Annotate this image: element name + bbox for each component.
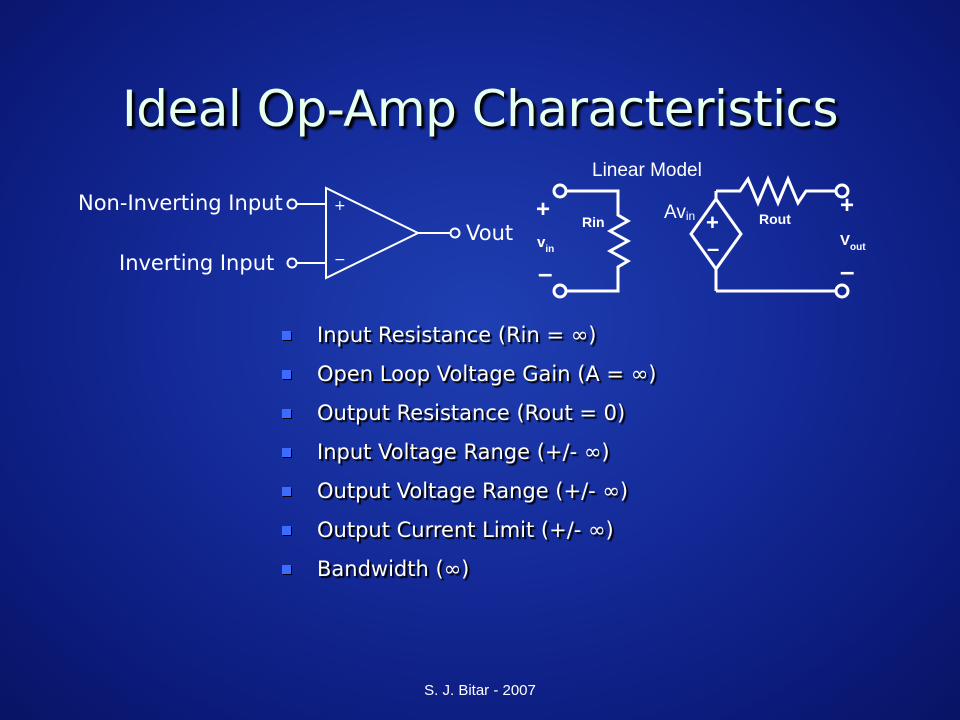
rout-resistor <box>716 175 836 207</box>
vout-model-label: Vout <box>840 232 866 253</box>
list-item-text: Output Current Limit (+/- ∞) <box>317 518 614 542</box>
rin-label: Rin <box>582 214 605 230</box>
source-plus-sign: + <box>706 210 719 235</box>
bullet-marker <box>282 370 291 379</box>
model-output-plus-terminal <box>834 183 850 199</box>
inverting-input-label: Inverting Input <box>119 251 275 275</box>
list-item-text: Input Resistance (Rin = ∞) <box>317 323 597 347</box>
vin-label: vin <box>537 234 554 255</box>
vout-label: Vout <box>466 221 514 245</box>
list-item: Output Current Limit (+/- ∞) <box>282 511 656 550</box>
rin-resistor <box>566 189 632 293</box>
model-output-minus-sign: – <box>840 256 855 286</box>
list-item-text: Output Resistance (Rout = 0) <box>317 401 626 425</box>
linear-model-circuit <box>552 175 850 299</box>
bullet-marker <box>282 487 291 496</box>
vout-main: V <box>840 232 851 249</box>
vout-subscript: out <box>850 242 866 253</box>
characteristics-list: Input Resistance (Rin = ∞) Open Loop Vol… <box>282 316 656 589</box>
opamp-symbol <box>286 186 461 280</box>
list-item: Bandwidth (∞) <box>282 550 656 589</box>
source-gain-label: Avin <box>664 202 695 224</box>
inverting-terminal <box>286 257 298 269</box>
bullet-marker <box>282 565 291 574</box>
model-input-minus-sign: – <box>538 258 553 288</box>
opamp-triangle <box>325 186 421 280</box>
source-minus-sign: – <box>707 236 720 261</box>
model-input-minus-terminal <box>552 283 568 299</box>
model-output-minus-terminal <box>834 283 850 299</box>
bullet-marker <box>282 409 291 418</box>
list-item: Input Resistance (Rin = ∞) <box>282 316 656 355</box>
bullet-marker <box>282 331 291 340</box>
model-output-plus-sign: + <box>840 192 855 219</box>
list-item-text: Input Voltage Range (+/- ∞) <box>317 440 610 464</box>
source-gain-main: Av <box>664 202 686 223</box>
opamp-plus-sign: + <box>334 198 346 214</box>
non-inverting-input-label: Non-Inverting Input <box>78 191 283 215</box>
list-item-text: Open Loop Voltage Gain (A = ∞) <box>317 362 657 386</box>
linear-model-heading: Linear Model <box>592 160 702 181</box>
slide-footer: S. J. Bitar - 2007 <box>424 682 536 699</box>
model-input-plus-sign: + <box>536 196 551 223</box>
source-gain-subscript: in <box>685 209 696 223</box>
slide-title: Ideal Op-Amp Characteristics <box>121 80 839 138</box>
opamp-minus-sign: − <box>334 252 346 268</box>
list-item: Input Voltage Range (+/- ∞) <box>282 433 656 472</box>
non-inverting-terminal <box>286 198 298 210</box>
vin-main: v <box>537 234 546 251</box>
bullet-marker <box>282 448 291 457</box>
vin-subscript: in <box>545 244 555 255</box>
rout-label: Rout <box>759 211 791 227</box>
model-input-plus-terminal <box>552 183 568 199</box>
output-terminal <box>449 227 461 239</box>
list-item-text: Bandwidth (∞) <box>317 557 470 581</box>
list-item: Output Voltage Range (+/- ∞) <box>282 472 656 511</box>
list-item: Output Resistance (Rout = 0) <box>282 394 656 433</box>
list-item-text: Output Voltage Range (+/- ∞) <box>317 479 629 503</box>
bullet-marker <box>282 526 291 535</box>
list-item: Open Loop Voltage Gain (A = ∞) <box>282 355 656 394</box>
